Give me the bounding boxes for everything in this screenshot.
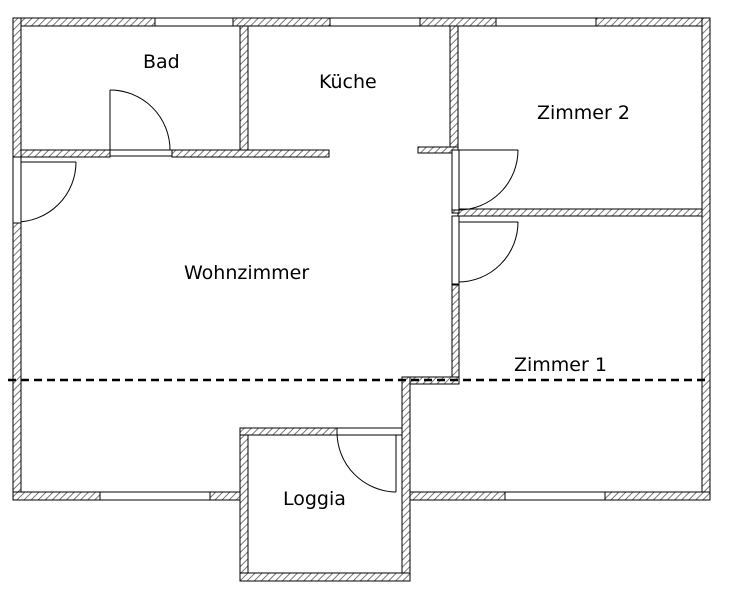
wall-kueche-zimmer2 [449, 25, 459, 154]
door-loggia [336, 427, 403, 493]
window-bottom-zimmer1 [504, 491, 606, 501]
wall-outer-left [12, 17, 22, 501]
windows [99, 17, 606, 501]
door-zimmer1 [451, 215, 519, 285]
wall-loggia-right [401, 376, 411, 581]
window-top-mid [329, 17, 421, 27]
room-label-bad: Bad [143, 51, 180, 73]
wall-loggia-left [239, 427, 249, 581]
window-top-kueche [154, 17, 234, 27]
room-label-zimmer1: Zimmer 1 [514, 354, 607, 376]
wall-loggia-top [239, 427, 338, 436]
room-label-zimmer2: Zimmer 2 [537, 102, 630, 124]
doors [12, 89, 519, 493]
wall-loggia-bottom [239, 572, 411, 582]
room-labels: Bad Küche Zimmer 2 Wohnzimmer Zimmer 1 L… [143, 51, 630, 510]
room-label-kueche: Küche [319, 71, 377, 93]
window-bottom-wohnzimmer [99, 491, 211, 501]
door-zimmer2 [451, 149, 519, 211]
window-top-zimmer2 [495, 17, 597, 27]
wall-bad-bottom [20, 149, 111, 158]
room-label-wohnzimmer: Wohnzimmer [184, 262, 309, 284]
wall-bad-kueche-bottom [171, 149, 330, 158]
door-bad [109, 89, 173, 157]
wall-zimmer2-zimmer1 [457, 208, 703, 217]
room-label-loggia: Loggia [283, 488, 346, 510]
wall-outer-right [701, 17, 711, 501]
wall-bad-kueche [239, 25, 249, 154]
wall-wohnzimmer-right-b [451, 284, 460, 383]
door-wohnzimmer-left [12, 156, 77, 224]
